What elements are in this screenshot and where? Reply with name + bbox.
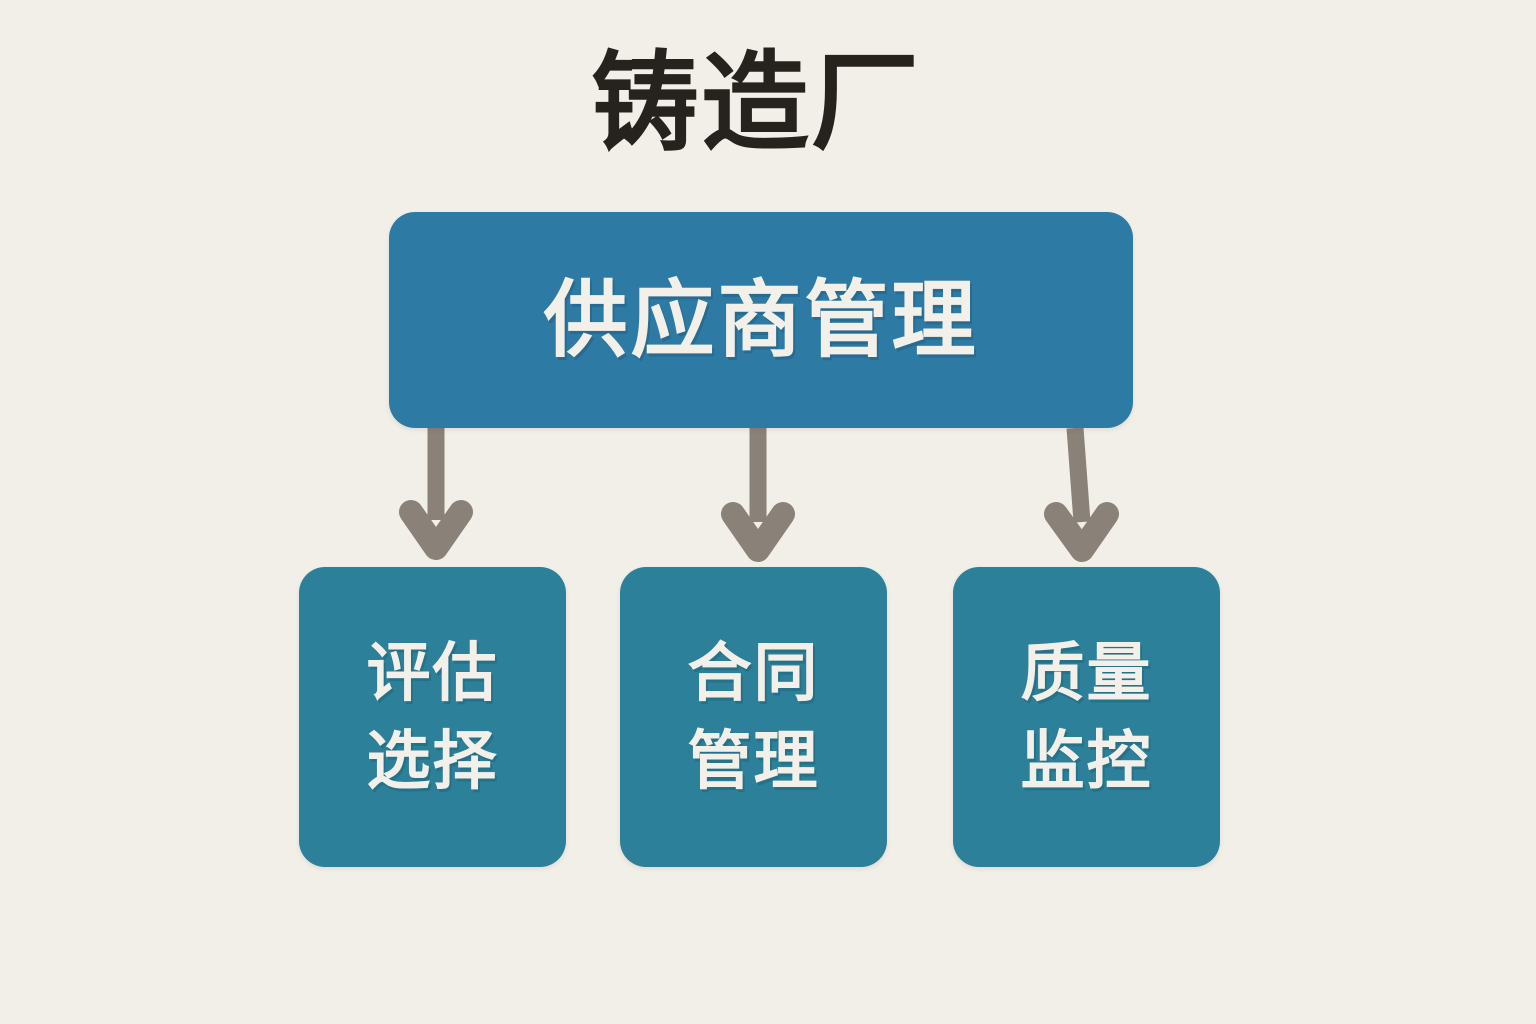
node-supplier-management[interactable]: 供应商管理 (389, 212, 1133, 428)
node-quality-monitoring[interactable]: 质量 监控 (953, 567, 1220, 867)
node-evaluation-selection-line2: 选择 (366, 725, 499, 797)
node-contract-management-line2: 管理 (687, 725, 820, 797)
arrow-to-contract-management (721, 428, 795, 562)
page-title: 铸造厂 (590, 42, 921, 163)
arrow-to-evaluation-selection (399, 428, 473, 560)
node-evaluation-selection[interactable]: 评估 选择 (299, 567, 566, 867)
node-evaluation-selection-line1: 评估 (366, 636, 499, 709)
node-contract-management[interactable]: 合同 管理 (620, 567, 887, 867)
node-supplier-management-label: 供应商管理 (543, 272, 979, 367)
node-quality-monitoring-line1: 质量 (1020, 636, 1153, 709)
arrow-to-quality-monitoring (1044, 427, 1119, 562)
node-contract-management-line1: 合同 (687, 636, 820, 709)
node-quality-monitoring-line2: 监控 (1020, 725, 1153, 797)
